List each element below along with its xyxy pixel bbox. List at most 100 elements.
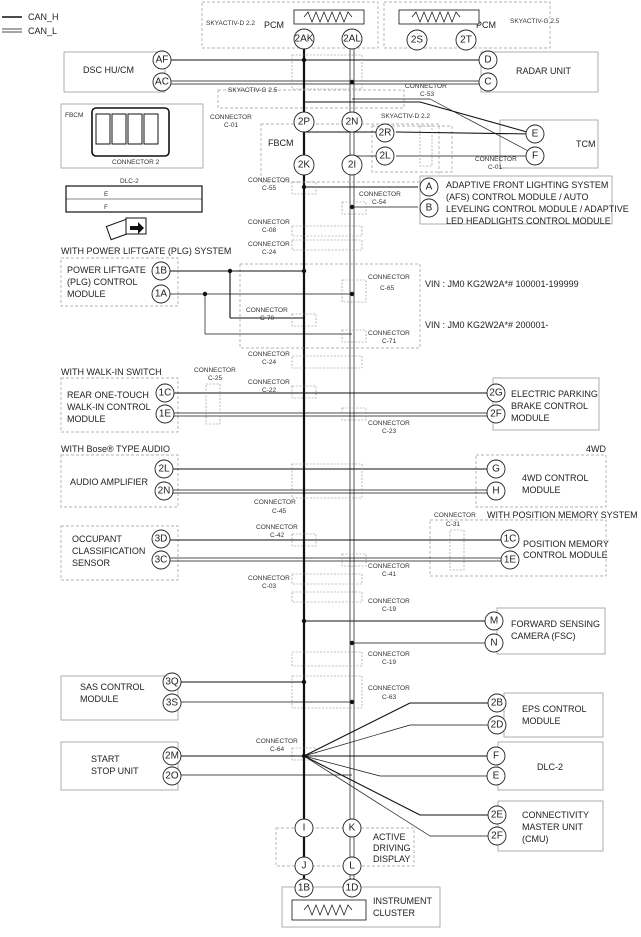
plg-box [60,257,179,307]
tcm-pin-a: E [532,129,539,140]
epb-line2: BRAKE CONTROL [511,401,588,411]
pin-circle [162,672,182,692]
pin-circle [151,529,171,549]
pin-circle [486,459,506,479]
pin-circle [341,154,363,176]
connector-box [449,529,465,571]
c41-code: C-41 [382,571,396,578]
fsc-pin-b: N [490,638,497,649]
pcm2-resistor [411,11,461,23]
plg-line1: POWER LIFTGATE [67,265,146,275]
pcm1-box [201,1,379,49]
c53-code: C-53 [420,91,434,98]
pin-circle [484,611,504,631]
awd-pin-a: G [492,464,500,475]
posmem-header: WITH POSITION MEMORY SYSTEM [487,510,638,520]
pin-circle [419,198,439,218]
ic-terminator [291,899,367,921]
dsc-pin-a: AF [156,55,169,66]
start-line2: STOP UNIT [91,766,139,776]
junction [301,268,307,274]
pin-circle [486,481,506,501]
c19b-code: C-19 [382,659,396,666]
pin-circle [152,72,172,92]
d22-label: SKYACTIV-D 2.2 [381,113,430,120]
pcm1-label: PCM [264,20,284,30]
c08-code: C-08 [262,227,276,234]
eps-can-l-a [303,724,411,757]
junction [349,640,355,646]
start-pin-a: 2M [165,751,179,762]
pin-circle [293,154,315,176]
eps-pin-b: 2D [491,720,504,731]
sas-line1: SAS CONTROL [80,682,145,692]
pcm1-resistor [303,11,353,23]
ad-pin-b: K [349,823,356,834]
posmem-line1: POSITION MEMORY [523,539,609,549]
c23-word: CONNECTOR [368,420,410,427]
c31-code: C-31 [446,521,460,528]
connector-box [341,407,367,421]
start-line1: START [91,754,120,764]
afs-line1: ADAPTIVE FRONT LIGHTING SYSTEM [446,180,608,190]
eps-line1: EPS CONTROL [522,704,587,714]
pin-circle [341,111,363,133]
pin-circle [151,261,171,281]
pin-circle [375,146,395,166]
dlc2-pin-b: E [493,771,500,782]
pin-circle [155,404,175,424]
pin-circle [151,284,171,304]
pin-circle [487,715,507,735]
eps-box [503,692,604,738]
pin-circle [342,856,362,876]
pin-circle [486,383,506,403]
pin-circle [162,766,182,786]
epb-line1: ELECTRIC PARKING [511,389,598,399]
c64-word: CONNECTOR [256,738,298,745]
connector-box [291,313,317,327]
fsc-box [496,607,606,655]
pcm1-pin-a: 2AK [295,34,314,45]
junction [202,291,208,297]
connector-box [291,225,363,237]
dlc2-pin-a: F [493,751,499,762]
pin-circle [484,633,504,653]
pin-circle [478,72,498,92]
pin-circle [500,529,520,549]
junction [301,57,307,63]
awd-line2: MODULE [522,485,561,495]
ad-line1: ACTIVE [373,832,406,842]
ocs-pin-a: 3D [155,534,168,545]
awd-pin-b: H [492,486,499,497]
connector-box [291,651,363,667]
c19b-word: CONNECTOR [368,651,410,658]
c01a-word: CONNECTOR [210,114,252,121]
connector-box [291,385,317,399]
ic-pin-a: 1B [298,883,311,894]
c70-word: CONNECTOR [246,307,288,314]
pin-circle [154,481,174,501]
ocs-line2: CLASSIFICATION [72,546,145,556]
tcm-can-l-b [429,98,535,155]
ad-line3: DISPLAY [373,854,410,864]
afs-line3: LEVELING CONTROL MODULE / ADAPTIVE [446,204,629,214]
connector-box [341,329,367,343]
audio-header: WITH Bose® TYPE AUDIO [61,444,170,454]
c03-word: CONNECTOR [248,575,290,582]
dlc-inset-title: DLC-2 [120,178,139,185]
cmu-line1: CONNECTIVITY [522,810,589,820]
pin-circle [487,693,507,713]
c42-code: C-42 [270,532,284,539]
junction [349,79,355,85]
c65-word: CONNECTOR [368,274,410,281]
audio-pin-a: 2L [158,464,170,475]
pin-circle [152,50,172,70]
eps-pin-a: 2B [491,698,504,709]
epb-pin-a: 2G [489,388,503,399]
c45-code: C-45 [272,508,286,515]
pin-circle [294,878,314,898]
legend-can-h-label: CAN_H [28,12,59,22]
c70-code: C-70 [260,315,274,322]
c31-word: CONNECTOR [434,512,476,519]
